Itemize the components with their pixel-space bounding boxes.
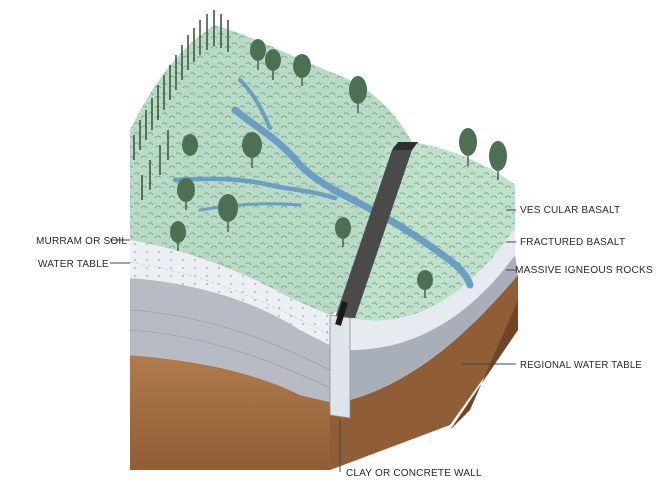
label-murram-or-soil: MURRAM OR SOIL (36, 236, 127, 247)
label-water-table: WATER TABLE (38, 259, 109, 270)
label-massive-igneous-rocks: MASSIVE IGNEOUS ROCKS (515, 265, 653, 276)
wall-slab-front (330, 315, 350, 418)
label-vesicular-basalt: VES CULAR BASALT (520, 205, 620, 216)
label-fractured-basalt: FRACTURED BASALT (520, 237, 625, 248)
label-clay-or-concrete-wall: CLAY OR CONCRETE WALL (346, 468, 482, 479)
label-regional-water-table: REGIONAL WATER TABLE (520, 360, 642, 371)
